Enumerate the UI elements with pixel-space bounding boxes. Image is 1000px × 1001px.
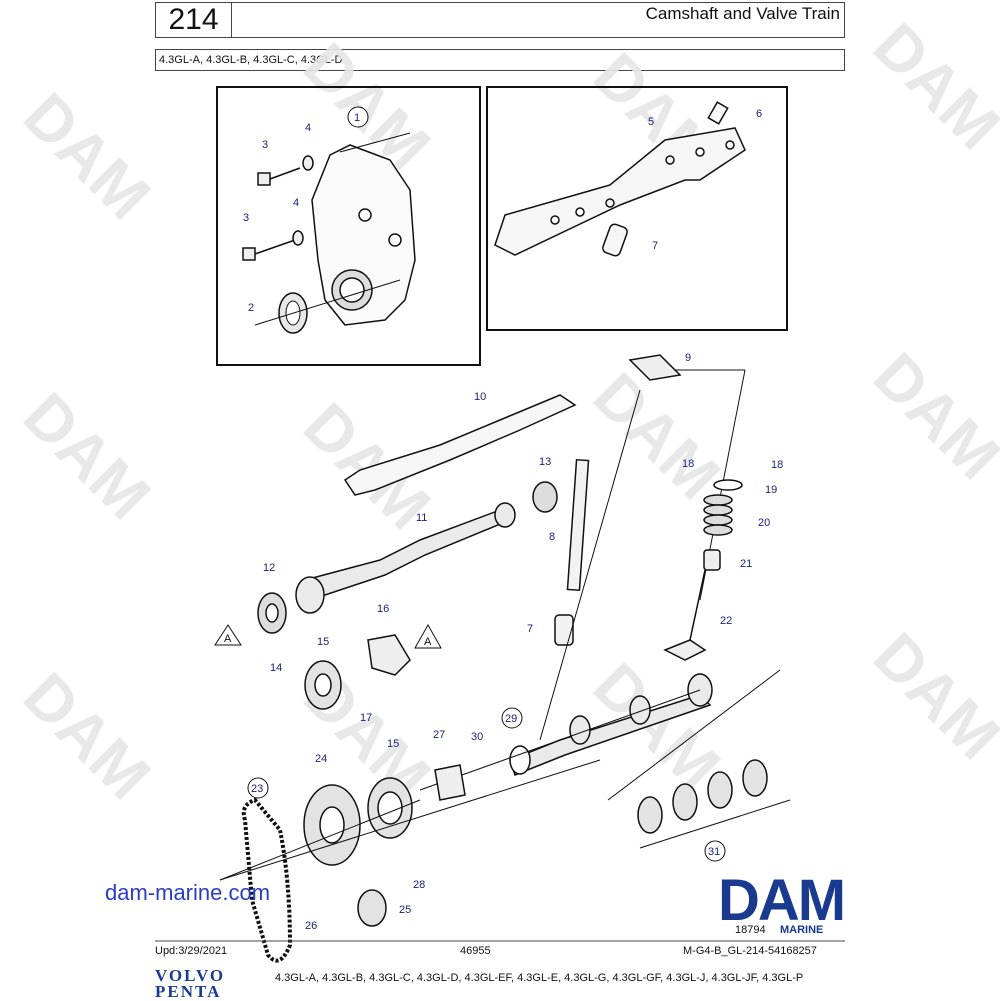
cam-bearings [637,759,768,834]
callout: 18 [682,458,694,470]
callout: 7 [527,623,533,635]
volvo-logo-line1: VOLVO [155,966,226,985]
rocker-rail [494,101,746,257]
callout: 18 [771,459,783,471]
callout: 26 [305,920,317,932]
callout: 10 [474,391,486,403]
callout: 17 [360,712,372,724]
callout: 15 [317,636,329,648]
push-rod [554,458,590,646]
callout: 1 [354,112,360,124]
callout: 6 [756,108,762,120]
callout: 14 [270,662,282,674]
bushing [257,481,558,634]
watermark: DAM [10,79,164,233]
callout: 7 [652,240,658,252]
callout: 2 [248,302,254,314]
watermark: DAM [860,9,1000,163]
callout: 4 [305,122,311,134]
callout: 16 [377,603,389,615]
footer-models: 4.3GL-A, 4.3GL-B, 4.3GL-C, 4.3GL-D, 4.3G… [275,972,804,984]
watermark: DAM [860,339,1000,493]
callout: 9 [685,352,691,364]
balance-shaft [295,502,516,614]
page-title: Camshaft and Valve Train [232,2,845,38]
callout: 29 [505,713,517,725]
rocker-arm [628,354,682,381]
inset-rocker-box [486,86,788,331]
page-number: 214 [155,2,232,38]
watermark-layer: DAM DAM DAM DAM DAM DAM DAM DAM DAM DAM … [10,9,1000,813]
valve-spring [703,479,743,571]
watermark: DAM [860,619,1000,773]
callout-labels: 1 2 3 3 4 4 5 6 7 9 10 18 18 19 13 20 8 … [243,106,783,932]
callout: 12 [263,562,275,574]
callout: 20 [758,517,770,529]
callout: 23 [251,783,263,795]
callout: 19 [765,484,777,496]
inset-timing-cover-box [216,86,481,366]
gear [303,660,413,927]
callout: 3 [262,139,268,151]
callout: 8 [549,531,555,543]
callout: 5 [648,116,654,128]
callout: 25 [399,904,411,916]
callout: 31 [708,846,720,858]
updated-date: Upd:3/29/2021 [155,945,228,957]
callout: 15 [387,738,399,750]
reference-mark-label: A [224,633,232,645]
dam-logo-subtext: MARINE [780,924,824,936]
reference-mark-label: A [424,636,432,648]
dam-logo: DAM [718,868,846,933]
watermark: DAM [10,379,164,533]
volvo-penta-logo: VOLVO PENTA [155,966,226,1001]
callout: 3 [243,212,249,224]
watermark: DAM [10,659,164,813]
callout: 27 [433,729,445,741]
model-list-header: 4.3GL-A, 4.3GL-B, 4.3GL-C, 4.3GL-D [155,49,845,71]
timing-cover [311,144,416,326]
image-number: 18794 [735,924,766,936]
callout: 22 [720,615,732,627]
bolt [242,155,314,261]
website-link[interactable]: dam-marine.com [105,880,271,905]
lifter-guide [343,394,577,496]
footer-reference: M-G4-B_GL-214-54168257 [683,945,817,957]
callout: 21 [740,558,752,570]
callout: 24 [315,753,327,765]
callout: 4 [293,197,299,209]
watermark: DAM [580,359,734,513]
reference-mark-a: A A [214,623,442,649]
valve [663,569,707,661]
callout: 13 [539,456,551,468]
thrust-plate [367,634,466,801]
footer-number: 46955 [460,945,491,957]
timing-chain [241,797,293,963]
callout: 11 [416,512,427,524]
callout: 28 [413,879,425,891]
volvo-logo-line2: PENTA [155,982,222,1001]
callout: 30 [471,731,483,743]
